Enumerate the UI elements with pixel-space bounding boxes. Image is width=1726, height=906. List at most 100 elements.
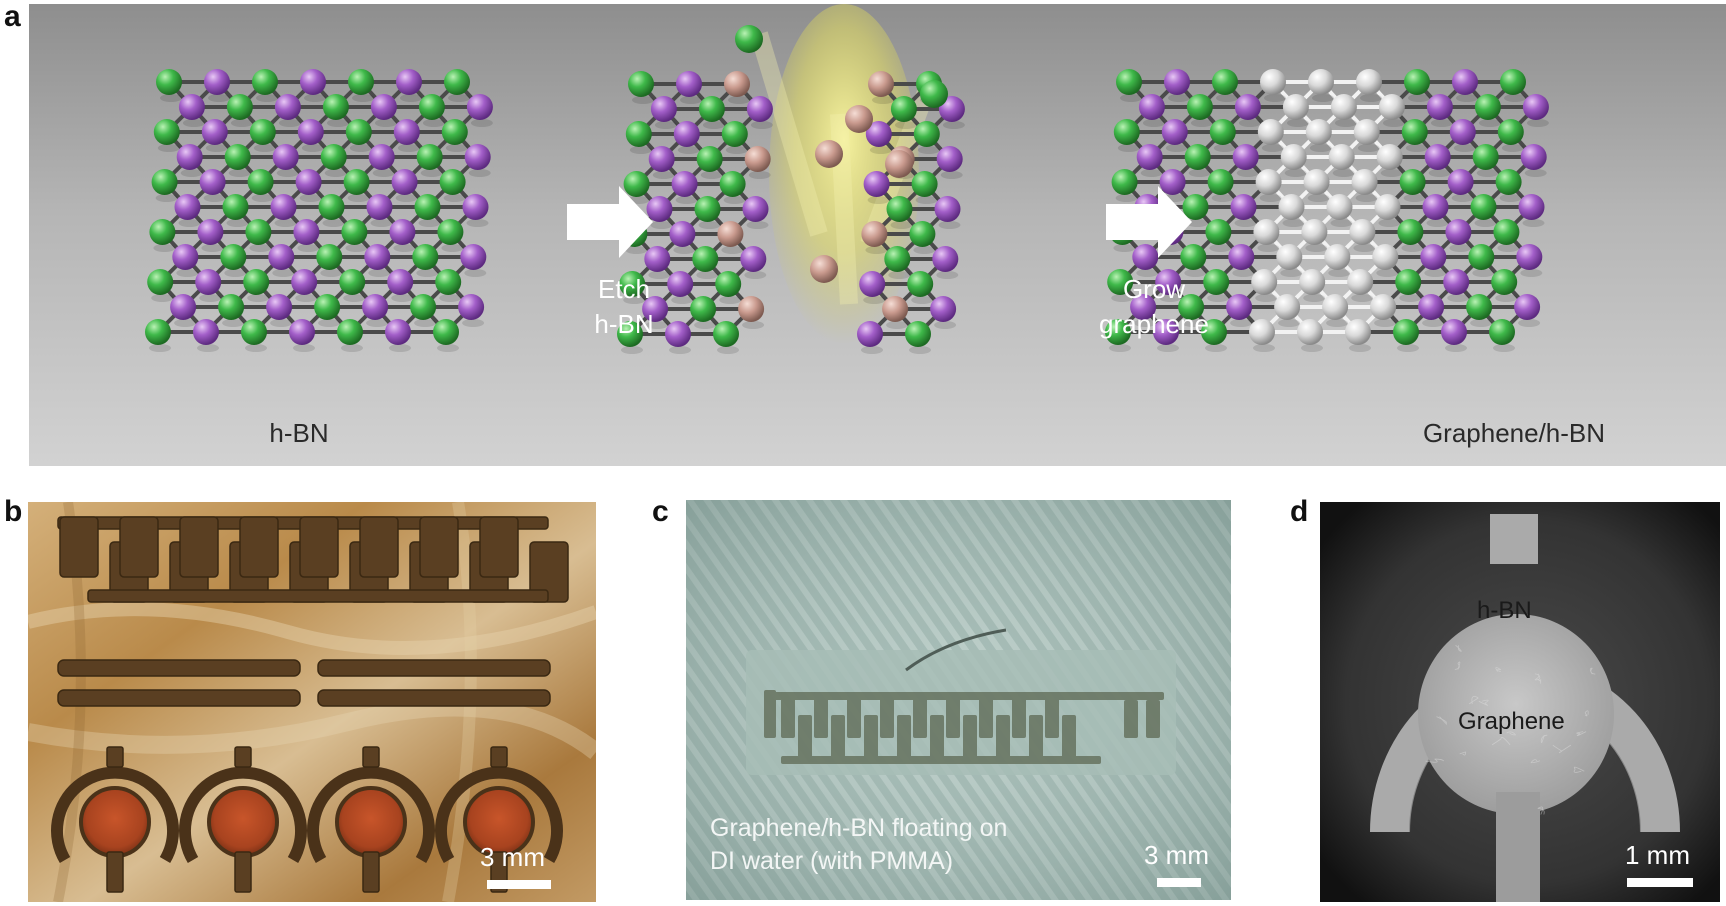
nitrogen-atom — [410, 294, 437, 320]
meander-finger — [179, 516, 219, 578]
nitrogen-atom — [220, 244, 247, 270]
panel-c-photo: Graphene/h-BN floating on DI water (with… — [686, 500, 1231, 900]
atom-shadow — [1278, 319, 1301, 327]
atom-shadow — [1261, 144, 1284, 152]
atom-shadow — [1401, 244, 1424, 252]
atom-shadow — [652, 171, 675, 179]
panel-d-photo: h-BN Graphene 1 mm — [1320, 502, 1720, 902]
atom-shadow — [1504, 94, 1526, 102]
atom-shadow — [247, 294, 270, 302]
sem-image — [1320, 502, 1720, 902]
atom-shadow — [746, 221, 769, 229]
boron-atom — [1164, 69, 1190, 95]
atom-shadow — [293, 344, 315, 352]
boron-atom — [865, 121, 892, 147]
atom-shadow — [621, 346, 643, 354]
boron-atom — [1138, 94, 1165, 120]
boron-atom — [370, 94, 397, 120]
atom-shadow — [326, 119, 349, 127]
atom-shadow — [374, 119, 397, 127]
atom-shadow — [1522, 219, 1545, 227]
atom-shadow — [629, 146, 652, 154]
atom-shadow — [272, 269, 295, 277]
boron-atom — [667, 271, 694, 297]
etched-atom — [738, 296, 765, 322]
atom-shadow — [1184, 269, 1207, 277]
boron-atom — [1422, 194, 1449, 220]
atom-shadow — [861, 346, 883, 354]
atom-shadow — [160, 94, 182, 102]
boron-atom — [1136, 144, 1163, 170]
ejected-atom — [845, 105, 873, 133]
atom-shadow — [1232, 269, 1255, 277]
atom-shadow — [420, 169, 443, 177]
atom-shadow — [654, 121, 677, 129]
boron-atom — [1418, 294, 1445, 320]
atom-shadow — [1349, 344, 1371, 352]
atom-shadow — [1430, 119, 1453, 127]
boron-atom — [174, 194, 201, 220]
carbon-atom — [1322, 294, 1349, 320]
atom-shadow — [1264, 94, 1286, 102]
nitrogen-atom — [145, 319, 171, 345]
atom-shadow — [256, 94, 278, 102]
surface-wrinkle — [1455, 645, 1462, 652]
atom-shadow — [1380, 169, 1403, 177]
surface-wrinkle — [1500, 736, 1511, 746]
boron-atom — [270, 194, 297, 220]
boron-atom — [266, 294, 293, 320]
boron-atom — [464, 144, 491, 170]
nitrogen-atom — [1491, 269, 1518, 295]
boron-atom — [1155, 269, 1182, 295]
carbon-atom — [1251, 269, 1278, 295]
atom-shadow — [1334, 119, 1357, 127]
ejected-atoms — [735, 25, 948, 283]
boron-atom — [934, 196, 961, 222]
nitrogen-atom — [343, 169, 370, 195]
boron-atom — [385, 319, 411, 345]
atom-shadow — [867, 196, 890, 204]
atom-shadow — [1403, 194, 1426, 202]
nitrogen-atom — [247, 169, 274, 195]
atom-shadow — [671, 296, 694, 304]
boron-atom — [646, 196, 673, 222]
atom-shadow — [318, 319, 341, 327]
carbon-atom — [1280, 144, 1307, 170]
atom-shadow — [742, 321, 765, 329]
surface-wrinkle — [1454, 663, 1460, 670]
atom-shadow — [1182, 319, 1205, 327]
nitrogen-atom — [907, 271, 934, 297]
nitrogen-atom — [905, 321, 931, 347]
boron-atom — [930, 296, 957, 322]
boron-atom — [1424, 144, 1451, 170]
atom-shadow — [1236, 169, 1259, 177]
surface-wrinkle — [1530, 760, 1541, 764]
nitrogen-atom — [1470, 194, 1497, 220]
carbon-atom — [1278, 194, 1305, 220]
atom-shadow — [199, 294, 222, 302]
dot-stem — [106, 851, 124, 893]
atom-shadow — [1205, 344, 1227, 352]
nitrogen-atom — [1205, 219, 1232, 245]
atom-shadow — [1117, 144, 1140, 152]
ring-electrode — [307, 766, 435, 864]
atom-shadow — [324, 169, 347, 177]
hbn-region-label: h-BN — [1477, 597, 1532, 624]
boron-atom — [1522, 94, 1549, 120]
boron-atom — [391, 169, 418, 195]
atom-shadow — [1307, 194, 1330, 202]
ring-tab — [362, 746, 380, 768]
atom-shadow — [1378, 219, 1401, 227]
atom-shadow — [1499, 194, 1522, 202]
nitrogen-atom — [241, 319, 267, 345]
meander-finger — [1062, 715, 1076, 761]
atom-shadow — [366, 319, 389, 327]
nitrogen-atom — [147, 269, 174, 295]
atom-shadow — [1357, 144, 1380, 152]
carbon-atom — [1378, 94, 1405, 120]
carbon-atom — [1257, 119, 1284, 145]
carbon-atom — [1299, 269, 1326, 295]
nitrogen-atom — [418, 94, 445, 120]
atom-shadow — [1453, 144, 1476, 152]
meander-finger — [119, 516, 159, 578]
